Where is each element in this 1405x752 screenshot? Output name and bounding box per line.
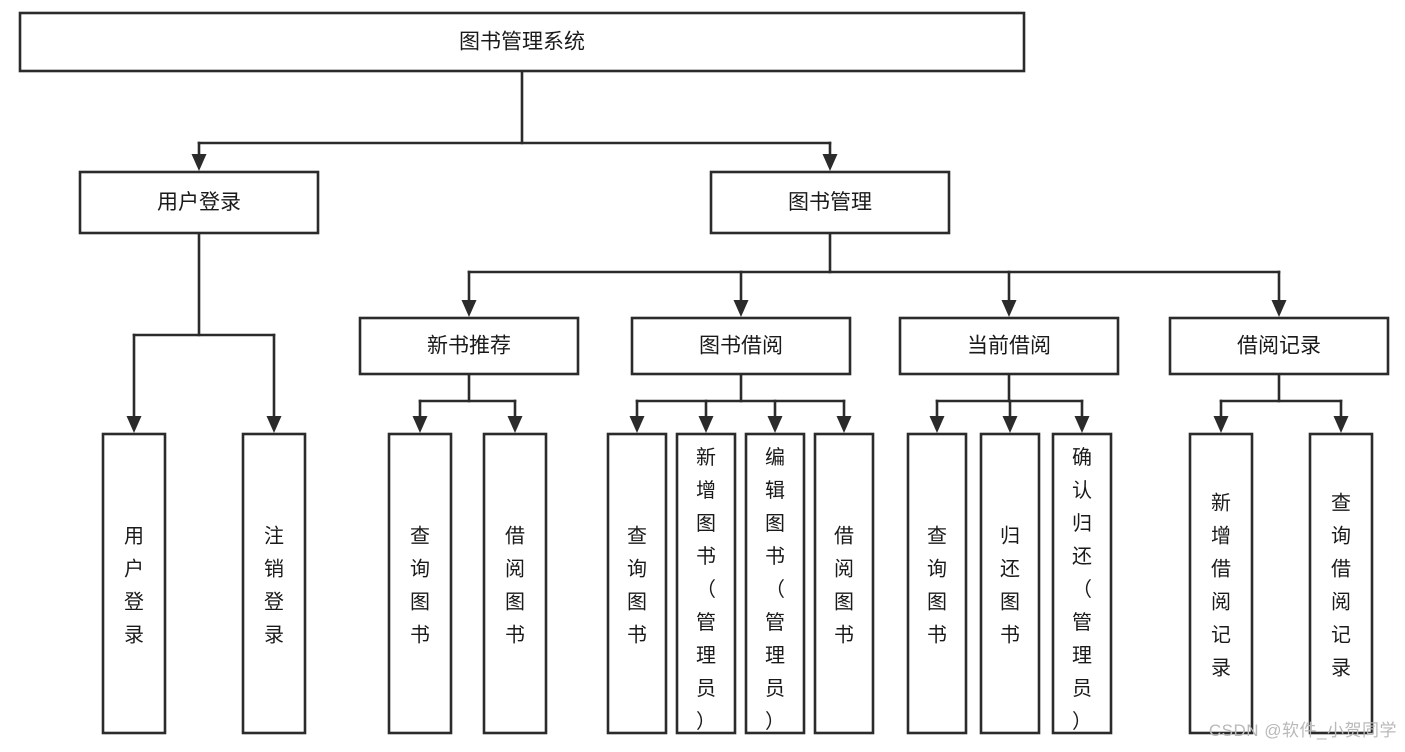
arrow-head — [461, 300, 477, 317]
edge-group — [461, 231, 1287, 317]
node-label: 图书管理 — [788, 191, 872, 214]
arrow-head — [1001, 300, 1017, 317]
node-f10[interactable]: 归还图书 — [979, 432, 1041, 735]
node-l1b[interactable]: 图书管理 — [709, 170, 951, 235]
node-box[interactable] — [630, 316, 852, 376]
node-label: 图书管理系统 — [459, 31, 585, 54]
node-f13[interactable]: 查询借阅记录 — [1308, 432, 1374, 735]
node-label: 查询图书 — [410, 525, 430, 647]
node-box[interactable] — [241, 432, 307, 735]
node-label: 用户登录 — [124, 526, 144, 647]
node-box[interactable] — [1168, 316, 1390, 376]
node-label: 查询图书 — [627, 525, 647, 647]
node-box[interactable] — [898, 316, 1120, 376]
arrow-head — [266, 416, 282, 433]
edge-group — [126, 231, 282, 433]
edge-group — [412, 372, 523, 433]
node-box[interactable] — [1051, 432, 1113, 735]
node-f6[interactable]: 新增图书（管理员） — [675, 432, 737, 735]
edge-group — [629, 372, 852, 433]
node-label: 当前借阅 — [967, 335, 1051, 358]
node-box[interactable] — [482, 432, 548, 735]
node-box[interactable] — [358, 316, 580, 376]
node-l2c[interactable]: 当前借阅 — [898, 316, 1120, 376]
arrow-head — [1271, 300, 1287, 317]
node-box[interactable] — [813, 432, 875, 735]
node-box[interactable] — [906, 432, 968, 735]
node-f12[interactable]: 新增借阅记录 — [1188, 432, 1254, 735]
arrow-head — [1213, 416, 1229, 433]
arrow-head — [191, 154, 207, 171]
node-f7[interactable]: 编辑图书（管理员） — [744, 432, 806, 735]
arrow-head — [836, 416, 852, 433]
edge-group — [1213, 372, 1349, 433]
arrow-head — [126, 416, 142, 433]
node-f9[interactable]: 查询图书 — [906, 432, 968, 735]
node-label: 查询图书 — [927, 525, 947, 647]
node-label: 查询借阅记录 — [1331, 492, 1351, 680]
node-f1[interactable]: 用户登录 — [101, 432, 167, 735]
node-label: 新书推荐 — [427, 335, 511, 358]
node-label: 新增借阅记录 — [1211, 492, 1231, 680]
arrow-head — [698, 416, 714, 433]
node-label: 注销登录 — [264, 525, 284, 647]
edge-group — [191, 69, 838, 171]
node-box[interactable] — [78, 170, 320, 235]
node-f5[interactable]: 查询图书 — [606, 432, 668, 735]
arrow-head — [412, 416, 428, 433]
node-box[interactable] — [675, 432, 737, 735]
node-label: 归还图书 — [1000, 525, 1020, 647]
node-l2d[interactable]: 借阅记录 — [1168, 316, 1390, 376]
node-f2[interactable]: 注销登录 — [241, 432, 307, 735]
node-box[interactable] — [387, 432, 453, 735]
node-f8[interactable]: 借阅图书 — [813, 432, 875, 735]
node-label: 借阅图书 — [834, 525, 854, 647]
node-box[interactable] — [1188, 432, 1254, 735]
node-box[interactable] — [101, 432, 167, 735]
node-l2b[interactable]: 图书借阅 — [630, 316, 852, 376]
node-box[interactable] — [744, 432, 806, 735]
node-f4[interactable]: 借阅图书 — [482, 432, 548, 735]
arrow-head — [507, 416, 523, 433]
arrow-head — [929, 416, 945, 433]
node-box[interactable] — [606, 432, 668, 735]
node-box[interactable] — [709, 170, 951, 235]
node-box[interactable] — [1308, 432, 1374, 735]
node-box[interactable] — [979, 432, 1041, 735]
edge-layer — [126, 69, 1349, 433]
arrow-head — [767, 416, 783, 433]
arrow-head — [1002, 416, 1018, 433]
edge-group — [929, 372, 1090, 433]
node-box[interactable] — [18, 11, 1026, 73]
node-l1a[interactable]: 用户登录 — [78, 170, 320, 235]
node-l2a[interactable]: 新书推荐 — [358, 316, 580, 376]
arrow-head — [822, 154, 838, 171]
node-root[interactable]: 图书管理系统 — [18, 11, 1026, 73]
node-label: 编辑图书（管理员） — [765, 446, 785, 733]
arrow-head — [629, 416, 645, 433]
node-label: 图书借阅 — [699, 335, 783, 358]
arrow-head — [1074, 416, 1090, 433]
node-label: 借阅图书 — [505, 525, 525, 647]
node-label: 新增图书（管理员） — [696, 446, 716, 733]
node-label: 借阅记录 — [1237, 335, 1321, 358]
node-layer: 图书管理系统用户登录图书管理新书推荐图书借阅当前借阅借阅记录用户登录注销登录查询… — [18, 11, 1390, 735]
node-f3[interactable]: 查询图书 — [387, 432, 453, 735]
node-label: 用户登录 — [157, 191, 241, 214]
node-label: 确认归还（管理员） — [1072, 446, 1092, 733]
arrow-head — [1333, 416, 1349, 433]
arrow-head — [733, 300, 749, 317]
node-f11[interactable]: 确认归还（管理员） — [1051, 432, 1113, 735]
